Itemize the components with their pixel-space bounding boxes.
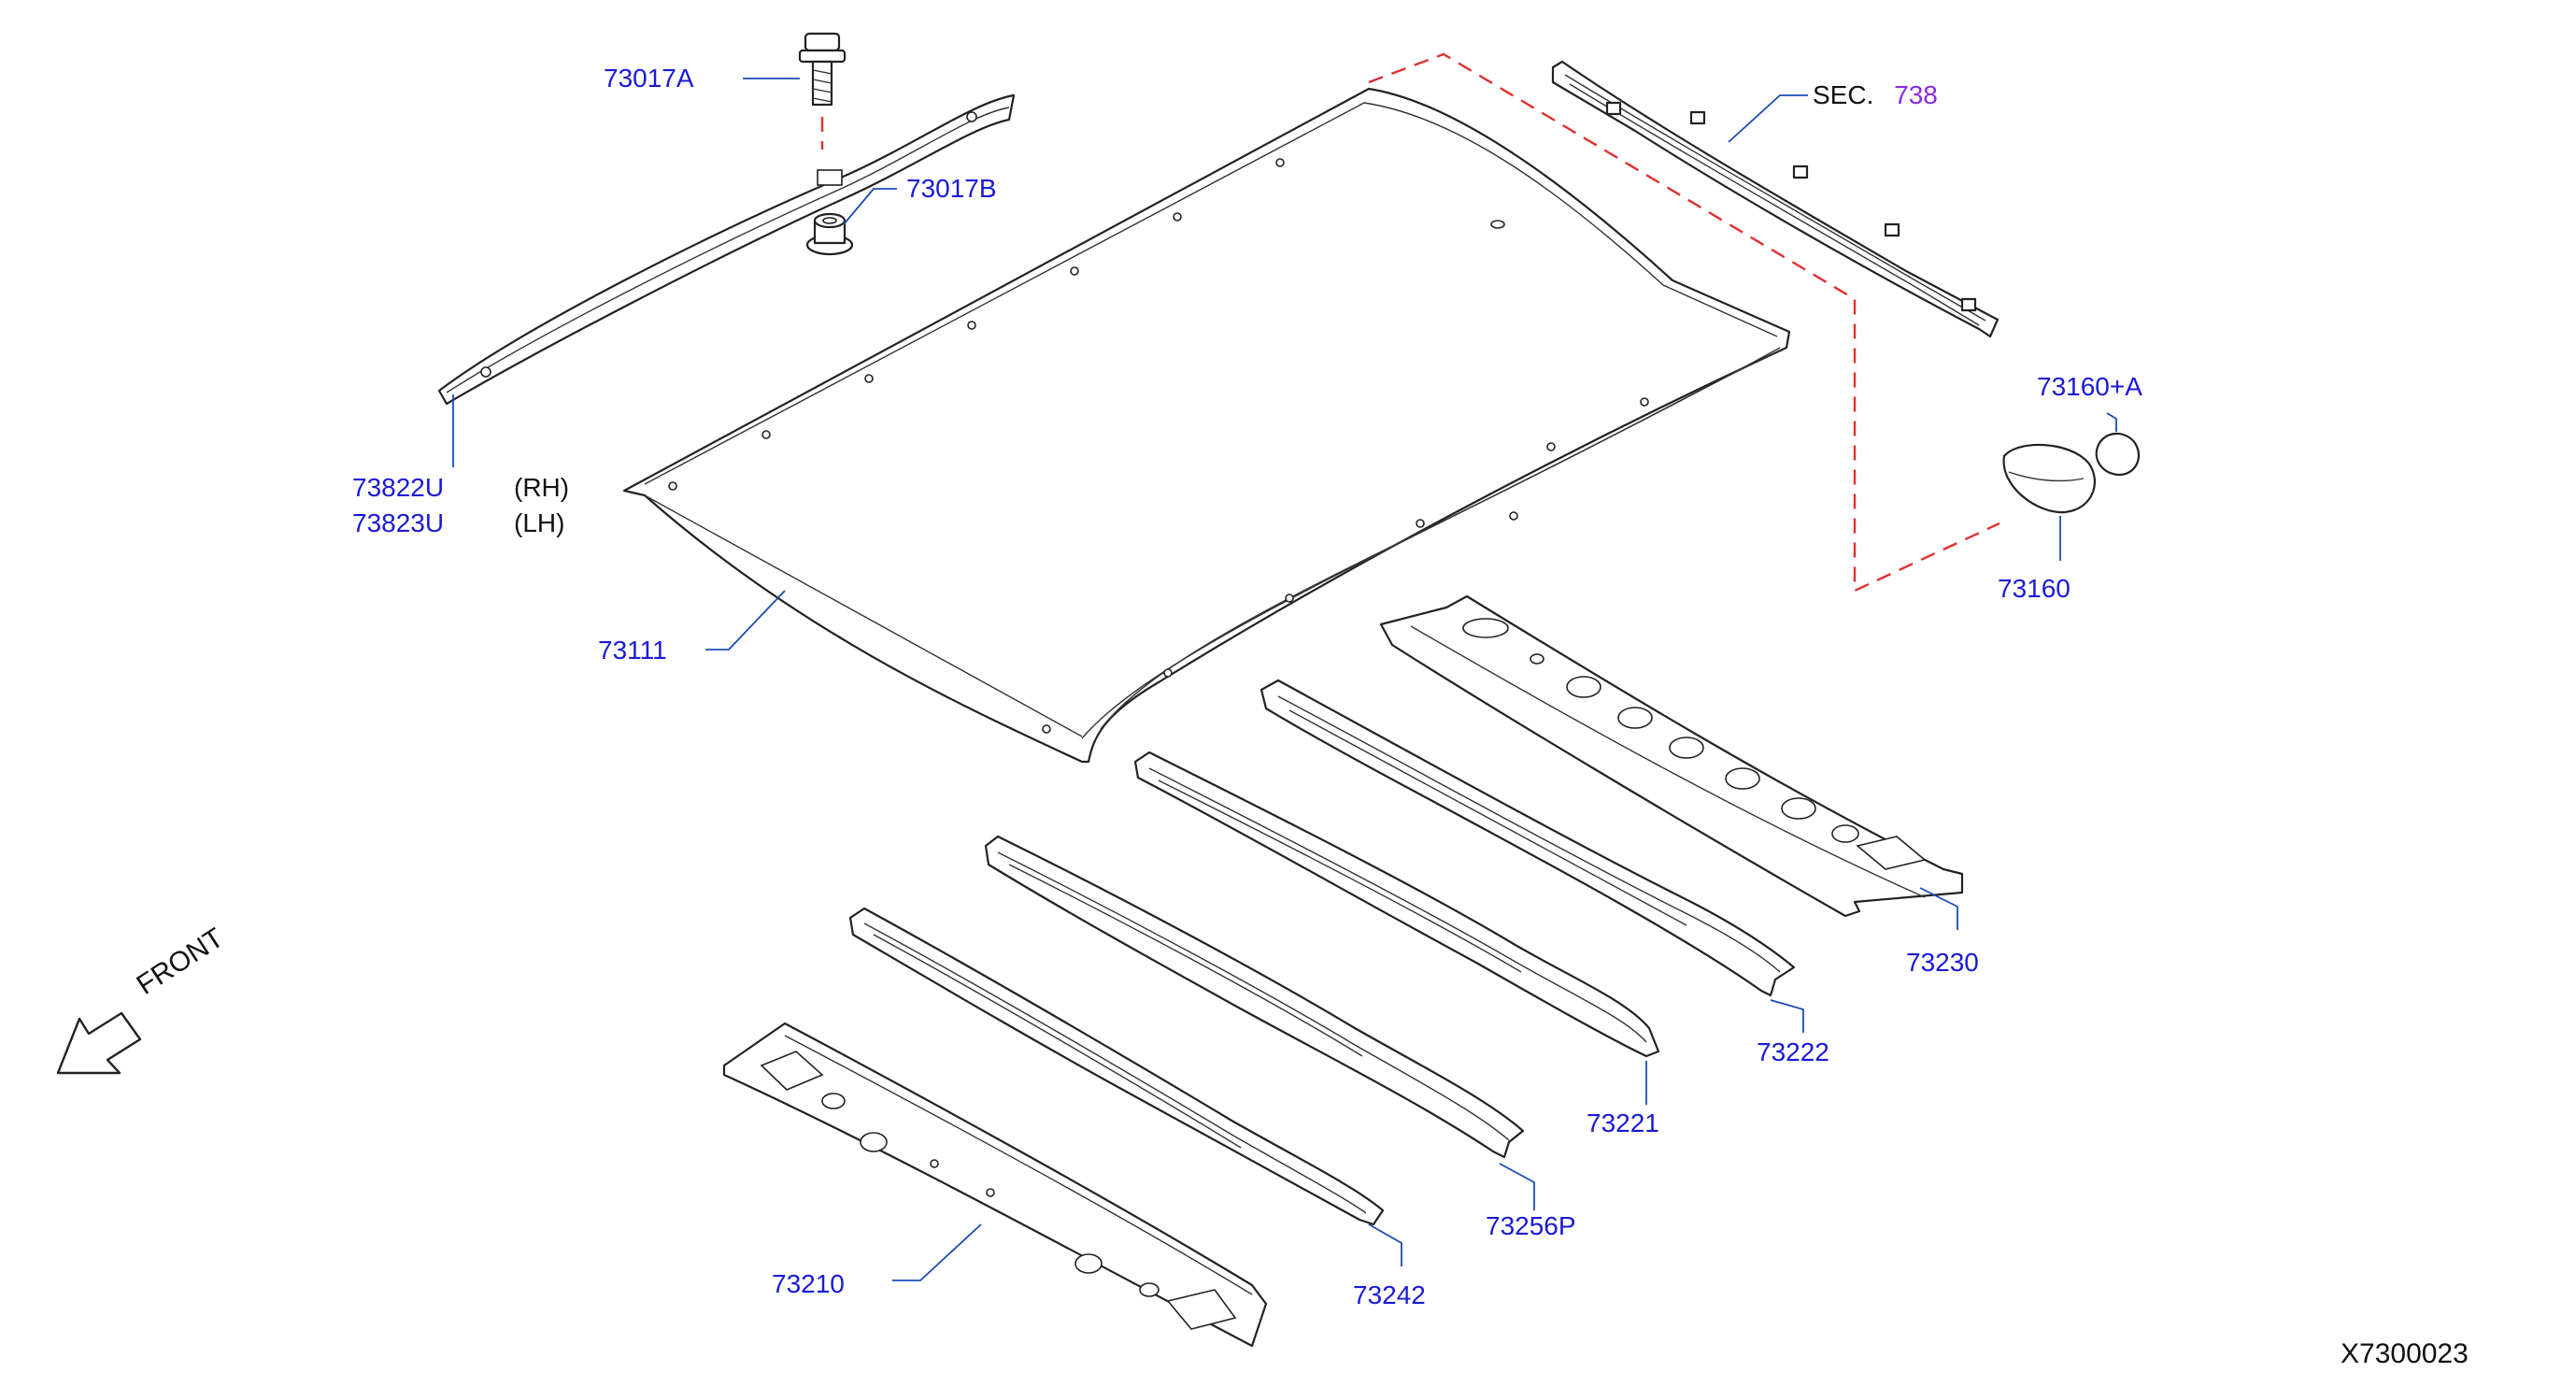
part-label-73160: 73160 bbox=[1998, 574, 2071, 603]
roof-bow-73222 bbox=[1260, 679, 1796, 997]
front-roof-header bbox=[722, 1022, 1268, 1348]
side-label-lh: (LH) bbox=[514, 508, 565, 537]
roof-bow-73256p bbox=[984, 835, 1525, 1159]
part-label-73222: 73222 bbox=[1757, 1037, 1829, 1066]
roof-panel bbox=[622, 87, 1791, 764]
plug-73160 bbox=[2002, 443, 2096, 514]
part-label-73242: 73242 bbox=[1353, 1280, 1426, 1309]
part-label-73823u: 73823U bbox=[352, 508, 445, 537]
part-label-73017b: 73017B bbox=[906, 174, 997, 203]
part-label-73160a: 73160+A bbox=[2037, 372, 2142, 401]
section-reference: SEC. 738 bbox=[1813, 82, 1938, 108]
part-label-73256p: 73256P bbox=[1486, 1211, 1576, 1240]
nut-73017b bbox=[805, 212, 854, 256]
section-number: 738 bbox=[1894, 80, 1938, 109]
sunroof-rail-section bbox=[1551, 60, 2000, 338]
roof-rail bbox=[437, 93, 1016, 406]
sunroof-boundary-dashline bbox=[1368, 52, 2000, 593]
diagram-id: X7300023 bbox=[2341, 1338, 2469, 1369]
side-label-rh: (RH) bbox=[514, 473, 570, 502]
part-label-73210: 73210 bbox=[772, 1269, 845, 1298]
part-label-73017a: 73017A bbox=[604, 64, 694, 93]
bolt-73017a bbox=[798, 32, 847, 107]
plug-73160a bbox=[2095, 432, 2141, 477]
part-label-73230: 73230 bbox=[1906, 948, 1979, 977]
section-prefix: SEC. bbox=[1813, 80, 1874, 109]
leader-lines bbox=[452, 78, 2117, 1281]
rear-roof-header bbox=[1379, 594, 1964, 918]
part-label-73111: 73111 bbox=[598, 636, 667, 665]
roof-bow-73221 bbox=[1133, 751, 1660, 1058]
part-label-73221: 73221 bbox=[1587, 1108, 1659, 1137]
roof-bow-73242 bbox=[848, 907, 1385, 1226]
front-direction-arrow-icon bbox=[56, 1011, 142, 1075]
part-label-73822u: 73822U bbox=[352, 473, 445, 502]
